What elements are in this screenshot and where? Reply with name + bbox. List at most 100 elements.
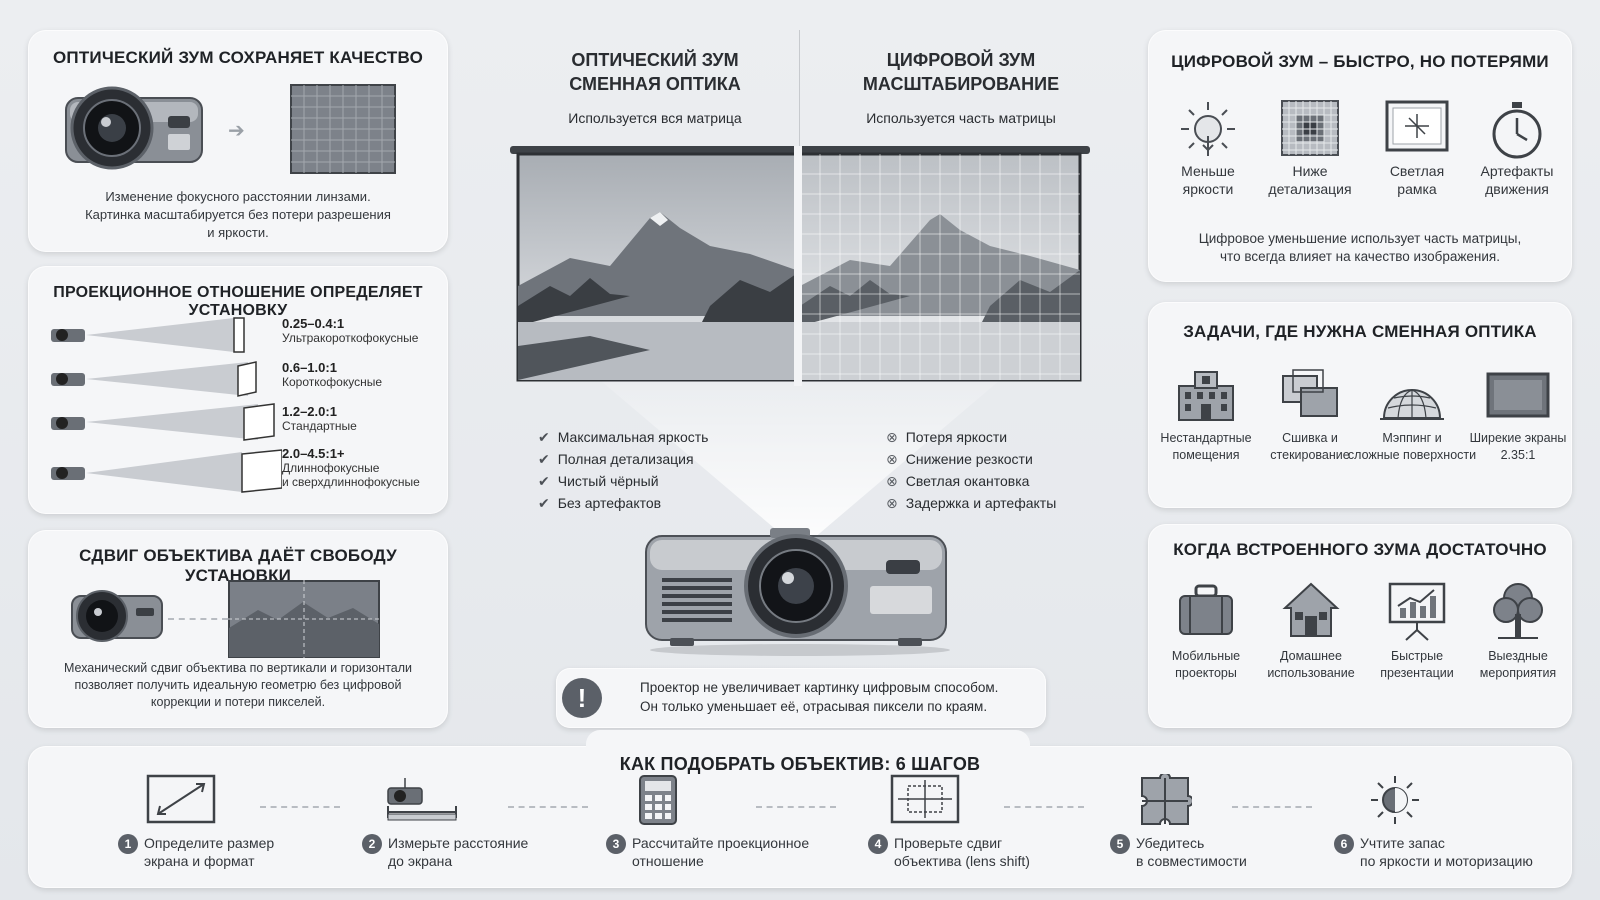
lens-shift-description: Механический сдвиг объектива по вертикал… (42, 660, 434, 711)
warning-text: Он только уменьшает её, отрасывая пиксел… (640, 699, 988, 714)
step-number: 5 (1110, 834, 1130, 854)
distance-icon (384, 774, 562, 832)
optical-column-subtitle: СМЕННАЯ ОПТИКА (569, 74, 741, 94)
builtin-label: Домашнее (1280, 649, 1342, 663)
exclamation-icon: ! (562, 678, 602, 718)
step-label: объектива (lens shift) (894, 853, 1030, 869)
throw-ratio-card: ПРОЕКЦИОННОЕ ОТНОШЕНИЕ ОПРЕДЕЛЯЕТ УСТАНО… (28, 266, 448, 514)
builtin-label: проекторы (1175, 666, 1237, 680)
digital-item-label: Артефакты (1480, 163, 1554, 179)
pro-item: ✔Полная детализация (538, 448, 778, 470)
task-item: Сшивка и стекирование (1260, 368, 1360, 464)
step-number: 2 (362, 834, 382, 854)
ratio-value: 1.2–2.0:1 (282, 404, 337, 419)
pro-label: Максимальная яркость (557, 429, 709, 445)
task-label: Нестандартные (1160, 431, 1252, 445)
optical-column-header: ОПТИЧЕСКИЙ ЗУМ СМЕННАЯ ОПТИКА Использует… (512, 48, 798, 126)
projector-beam (600, 380, 1000, 555)
builtin-item: Быстрые презентации (1362, 580, 1472, 682)
projector-icon (64, 84, 206, 172)
check-icon: ✔ (538, 429, 550, 445)
ratio-row: 1.2–2.0:1 Стандартные (50, 402, 430, 442)
projector-icon (70, 586, 164, 642)
arrow-right-icon: ➔ (228, 120, 245, 142)
screen-size-icon (146, 774, 318, 832)
step-connector (756, 806, 836, 808)
ratio-value: 0.6–1.0:1 (282, 360, 337, 375)
stacked-screens-icon (1260, 368, 1360, 430)
digital-column-subtitle: МАСШТАБИРОВАНИЕ (862, 74, 1060, 94)
ratio-row: 0.6–1.0:1 Короткофокусные (50, 358, 430, 398)
cross-circle-icon: ⊗ (886, 473, 898, 489)
step-connector (1232, 806, 1312, 808)
digital-item-label: движения (1485, 181, 1549, 197)
step-number: 1 (118, 834, 138, 854)
step-connector (260, 806, 340, 808)
small-projector-icon (50, 414, 86, 432)
builtin-label: использование (1267, 666, 1355, 680)
stopwatch-icon (1462, 100, 1572, 162)
step-label: Учтите запас (1360, 835, 1445, 851)
pixel-matrix-icon (290, 84, 396, 174)
optical-text-line: Изменение фокусного расстоянии линзами. (105, 189, 371, 204)
con-label: Снижение резкости (905, 451, 1033, 467)
digital-item-label: Светлая (1389, 163, 1445, 179)
check-icon: ✔ (538, 451, 550, 467)
builtin-zoom-title: КОГДА ВСТРОЕННОГО ЗУМА ДОСТАТОЧНО (1173, 540, 1547, 559)
builtin-item: Выездные мероприятия (1466, 580, 1570, 682)
task-label: Ширекие экраны (1469, 431, 1567, 445)
warning-text: Проектор не увеличивает картинку цифровы… (640, 680, 999, 695)
digital-text-line: Цифровое уменьшение использует часть мат… (1198, 231, 1522, 246)
optical-text-line: Картинка масштабируется без потери разре… (85, 207, 391, 222)
small-projector-icon (50, 464, 86, 482)
shift-guide-line (168, 618, 228, 620)
con-label: Потеря яркости (905, 429, 1008, 445)
ratio-label: Ультракороткофокусные (282, 331, 419, 345)
builtin-label: мероприятия (1479, 666, 1557, 680)
builtin-label: презентации (1380, 666, 1454, 680)
pro-item: ✔Чистый чёрный (538, 470, 778, 492)
con-item: ⊗ Снижение резкости (886, 448, 1126, 470)
step-label: Проверьте сдвиг (894, 835, 1003, 851)
pro-item: ✔Без артефактов (538, 492, 778, 514)
interchangeable-lens-tasks-card: ЗАДАЧИ, ГДЕ НУЖНА СМЕННАЯ ОПТИКА Нестанд… (1148, 302, 1572, 508)
step-connector (1004, 806, 1084, 808)
ratio-value: 0.25–0.4:1 (282, 316, 345, 331)
task-label: стекирование (1270, 448, 1350, 462)
cross-circle-icon: ⊗ (886, 451, 898, 467)
ratio-label: и сверхдлиннофокусные (282, 475, 420, 489)
house-icon (1256, 580, 1366, 648)
digital-zoom-card: ЦИФРОВОЙ ЗУМ – БЫСТРО, НО ПОТЕРЯМИ Меньш… (1148, 30, 1572, 282)
steps-title-tab (586, 730, 1030, 774)
check-icon: ✔ (538, 473, 550, 489)
tasks-title: ЗАДАЧИ, ГДЕ НУЖНА СМЕННАЯ ОПТИКА (1183, 322, 1537, 341)
ratio-value: 2.0–4.5:1+ (282, 446, 345, 461)
projection-beam (86, 402, 276, 447)
builtin-item: Мобильные проекторы (1154, 580, 1258, 682)
optical-zoom-description: Изменение фокусного расстоянии линзами. … (48, 188, 428, 242)
step-number: 4 (868, 834, 888, 854)
presentation-icon (1362, 580, 1472, 648)
task-label: Мэппинг и (1382, 431, 1442, 445)
ratio-row: 0.25–0.4:1 Ультракороткофокусные (50, 314, 430, 354)
projection-beam (86, 360, 276, 403)
globe-grid-icon (1346, 368, 1478, 430)
digital-item-label: детализация (1268, 181, 1352, 197)
step-label: экрана и формат (144, 853, 255, 869)
wide-screen-icon (1466, 368, 1570, 430)
projection-beam (86, 316, 276, 359)
suitcase-icon (1154, 580, 1258, 648)
lens-shift-icon (890, 774, 1078, 832)
task-label: сложные поверхности (1347, 448, 1477, 462)
con-label: Задержка и артефакты (905, 495, 1057, 511)
warning-note: ! Проектор не увеличивает картинку цифро… (556, 668, 1046, 728)
center-divider (799, 30, 800, 148)
digital-item-label: Меньше (1181, 163, 1235, 179)
task-label: 2.35:1 (1500, 448, 1536, 462)
con-item: ⊗Потеря яркости (886, 426, 1126, 448)
pro-item: ✔ Максимальная яркость (538, 426, 778, 448)
puzzle-icon (1138, 774, 1290, 832)
step-label: отношение (632, 853, 704, 869)
calculator-icon (638, 774, 836, 832)
